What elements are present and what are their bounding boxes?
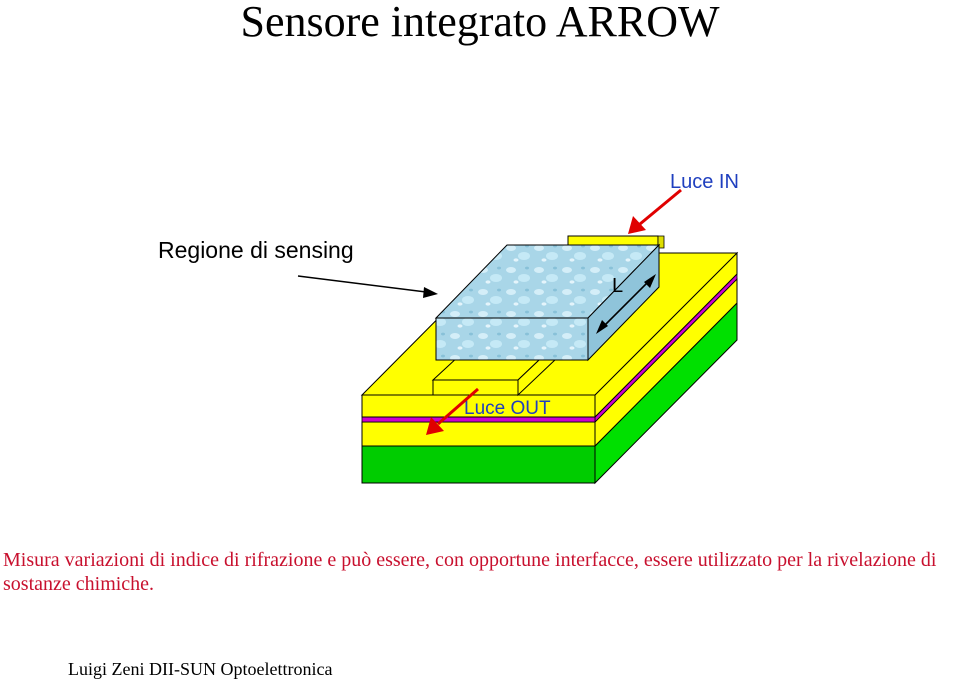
yellow-layer-front-lower xyxy=(361,421,596,447)
arrow-sensor-diagram: L Luce IN Luce OUT Regione di sensing xyxy=(158,171,739,485)
sensing-region-callout: Regione di sensing xyxy=(158,237,438,298)
sensing-region-block xyxy=(434,243,661,362)
light-out-label: Luce OUT xyxy=(464,398,551,419)
green-layer-front xyxy=(361,445,596,484)
light-in-indicator: Luce IN xyxy=(628,171,739,234)
description-text: Misura variazioni di indice di rifrazion… xyxy=(3,549,937,595)
light-in-arrowhead xyxy=(628,216,646,234)
water-side xyxy=(587,243,660,362)
length-dimension: L xyxy=(596,274,656,334)
sensing-region-label: Regione di sensing xyxy=(158,237,354,263)
light-out-indicator: Luce OUT xyxy=(426,387,551,435)
light-in-label: Luce IN xyxy=(670,171,739,193)
sensing-region-arrowhead xyxy=(423,287,438,298)
light-out-arrowhead xyxy=(426,417,444,435)
footer-credit: Luigi Zeni DII-SUN Optoelettronica xyxy=(68,659,333,679)
water-front xyxy=(435,317,589,361)
length-label: L xyxy=(612,275,623,297)
page-title: Sensore integrato ARROW xyxy=(240,0,720,46)
